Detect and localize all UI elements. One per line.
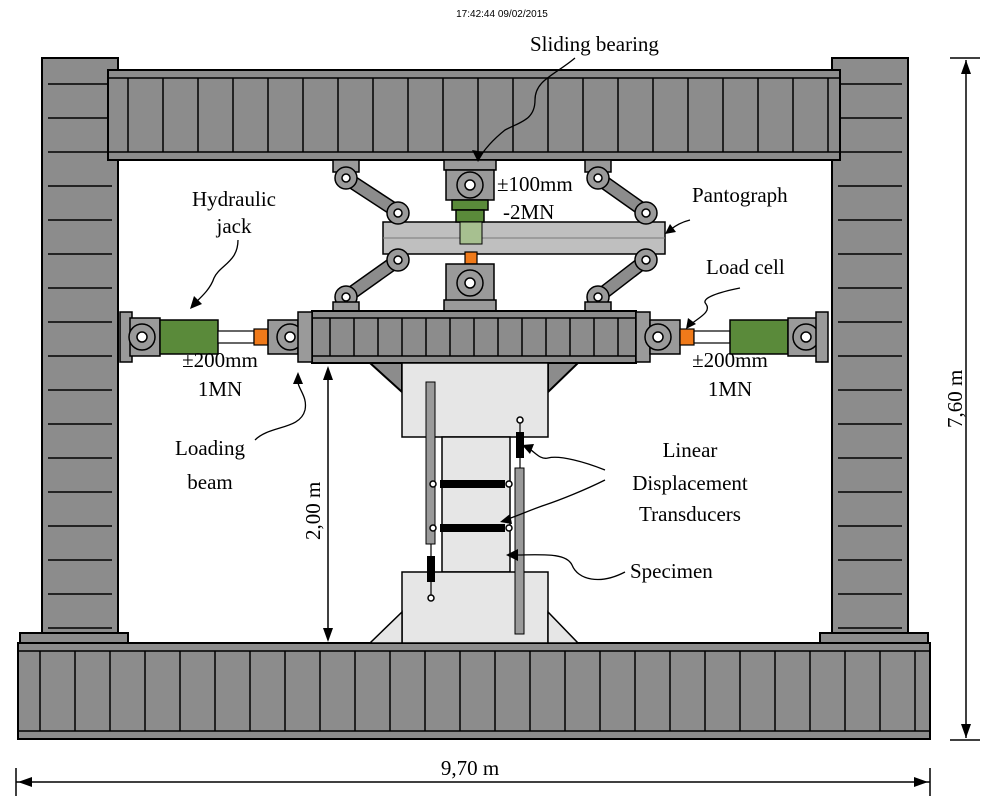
left-actuator [119, 311, 313, 363]
label-ldt-2: Displacement [632, 471, 748, 495]
label-loading-beam-2: beam [187, 470, 232, 494]
label-sliding-bearing: Sliding bearing [530, 32, 659, 56]
specimen [368, 362, 580, 644]
label-specimen: Specimen [630, 559, 713, 583]
dimension-lines [15, 57, 980, 796]
label-right-force: 1MN [708, 377, 752, 401]
label-ldt-1: Linear [663, 438, 718, 462]
loading-beam [311, 310, 637, 395]
vertical-actuator [443, 159, 497, 313]
dimension-total-height: 7,60 m [943, 370, 967, 428]
label-left-force: 1MN [198, 377, 242, 401]
label-hydraulic-jack-1: Hydraulic [192, 187, 276, 211]
label-left-stroke: ±200mm [182, 348, 258, 372]
label-vertical-force: -2MN [503, 200, 554, 224]
dimension-specimen-height: 2,00 m [301, 482, 325, 540]
pantograph [332, 159, 666, 313]
timestamp: 17:42:44 09/02/2015 [456, 9, 548, 20]
leader-lines [190, 57, 741, 581]
label-right-stroke: ±200mm [692, 348, 768, 372]
label-loading-beam-1: Loading [175, 436, 245, 460]
top-reaction-beam [107, 69, 841, 161]
base-beam [17, 642, 931, 740]
label-pantograph: Pantograph [692, 183, 788, 207]
label-hydraulic-jack-2: jack [216, 214, 252, 238]
right-actuator [635, 311, 829, 363]
label-ldt-3: Transducers [639, 502, 741, 526]
dimension-total-width: 9,70 m [441, 756, 499, 780]
label-vertical-stroke: ±100mm [497, 172, 573, 196]
label-load-cell: Load cell [706, 255, 785, 279]
